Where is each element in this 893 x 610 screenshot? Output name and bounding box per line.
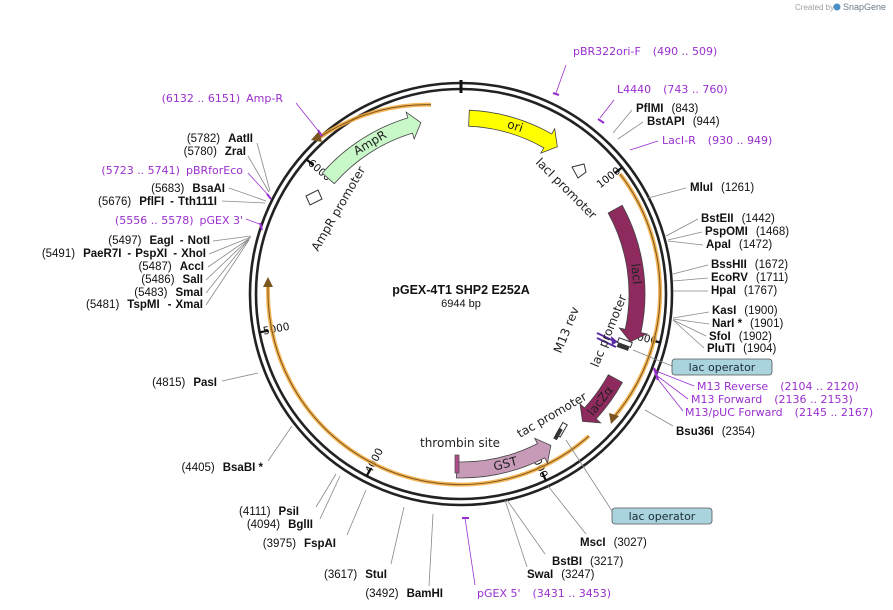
primer-l4440: L4440(743 .. 760) xyxy=(617,83,728,96)
primer-m13-reverse: M13 Reverse(2104 .. 2120) xyxy=(697,380,859,393)
enzyme-sites-right: PflMI(843) BstAPI(944) MluI(1261) BstEII… xyxy=(612,103,789,438)
tick-mark xyxy=(541,471,547,482)
enzyme-kasi: KasI(1900) xyxy=(712,305,778,317)
enzyme-nari: NarI *(1901) xyxy=(712,318,783,330)
enzyme-sali: (5486)SalI xyxy=(141,274,203,286)
enzyme-bsabi: (4405)BsaBI * xyxy=(181,462,263,474)
svg-text:lac operator: lac operator xyxy=(689,361,756,374)
enzyme-bsu36i: Bsu36I(2354) xyxy=(676,426,755,438)
tac-promoter-label: tac promoter xyxy=(515,389,590,440)
plasmid-name: pGEX-4T1 SHP2 E252A xyxy=(392,283,530,297)
laci-promoter-marker xyxy=(571,163,587,179)
primer-annotations: pBR322ori-F(490 .. 509) L4440(743 .. 760… xyxy=(101,45,873,600)
primer-amp-r: (6132 .. 6151)Amp-R xyxy=(162,92,284,105)
primer-pgex-3: (5556 .. 5578)pGEX 3' xyxy=(115,214,243,227)
small-feature-glyphs xyxy=(305,163,633,474)
primer-pgex-5: pGEX 5'(3431 .. 3453) xyxy=(477,587,611,600)
thrombin-site-label: thrombin site xyxy=(420,436,500,450)
enzyme-bstbi: BstBI(3217) xyxy=(552,556,623,568)
enzyme-pluti: PluTI(1904) xyxy=(707,343,777,355)
plasmid-size: 6944 bp xyxy=(441,298,481,310)
enzyme-ecorv: EcoRV(1711) xyxy=(711,272,788,284)
thrombin-site-marker xyxy=(454,454,460,474)
enzyme-sites-left: (5782)AatII (5780)ZraI (5683)BsaAI (5676… xyxy=(42,133,271,311)
enzyme-acci: (5487)AccI xyxy=(138,261,204,273)
enzyme-psii: (4111)PsiI xyxy=(239,506,299,518)
tick-label: 5000 xyxy=(262,321,291,338)
lac-operator-marker-1 xyxy=(616,343,630,351)
feature-arrow-laci xyxy=(607,204,648,343)
direction-arcs xyxy=(263,102,663,487)
enzyme-pflfi-tth111i: (5676)PflFI-Tth111I xyxy=(98,196,217,208)
enzyme-bsteii: BstEII(1442) xyxy=(701,213,775,225)
enzyme-aatii: (5782)AatII xyxy=(187,133,253,145)
feature-arrow-ori xyxy=(468,109,558,154)
feature-arrow-gst xyxy=(455,437,552,479)
tick-mark xyxy=(305,158,314,167)
svg-text:lac operator: lac operator xyxy=(629,510,696,523)
enzyme-msci: MscI(3027) xyxy=(580,537,647,549)
primer-pbrforeco: (5723 .. 5741)pBRforEco xyxy=(101,164,243,177)
enzyme-hpai: HpaI(1767) xyxy=(711,285,777,297)
plasmid-backbone xyxy=(248,80,674,507)
features-layer xyxy=(321,109,648,479)
enzyme-bglii: (4094)BglII xyxy=(247,519,313,531)
ampr-promoter-marker xyxy=(305,189,323,206)
tick-mark xyxy=(259,329,269,334)
snapgene-brand: SnapGene xyxy=(843,2,886,12)
enzyme-eagi-noti: (5497)EagI-NotI xyxy=(108,235,210,247)
primer-laci-r: LacI-R(930 .. 949) xyxy=(662,134,772,147)
enzyme-mlui: MluI(1261) xyxy=(690,182,754,194)
feature-arrow-lacz- xyxy=(579,374,623,424)
feature-label: ori xyxy=(506,117,525,135)
lac-promoter-marker xyxy=(616,337,633,348)
enzyme-sites-bottom: MscI(3027) BstBI(3217) SwaI(3247) (3492)… xyxy=(152,372,647,600)
primer-m13-puc-forward: M13/pUC Forward(2145 .. 2167) xyxy=(685,406,873,419)
lac-operator-box-1: lac operator xyxy=(632,349,773,376)
lac-operator-box-2: lac operator xyxy=(565,439,713,525)
enzyme-swai: SwaI(3247) xyxy=(527,569,595,581)
enzyme-bsaai: (5683)BsaAI xyxy=(151,183,225,195)
enzyme-bamhi: (3492)BamHI xyxy=(365,588,443,600)
feature-label: lacI xyxy=(628,263,644,285)
enzyme-bsshii: BssHII(1672) xyxy=(711,259,788,271)
laci-promoter-label: lacI promoter xyxy=(533,155,600,222)
tick-mark xyxy=(614,166,623,174)
enzyme-smai: (5483)SmaI xyxy=(134,287,203,299)
m13-rev-label: M13 rev xyxy=(551,305,582,355)
credit-text: Created by xyxy=(795,3,834,12)
enzyme-bstapi: BstAPI(944) xyxy=(647,116,720,128)
enzyme-paer7i-pspxi-xhoi: (5491)PaeR7I-PspXI-XhoI xyxy=(42,248,206,260)
enzyme-pspomi: PspOMI(1468) xyxy=(705,226,789,238)
enzyme-stui: (3617)StuI xyxy=(324,569,387,581)
enzyme-pasi: (4815)PasI xyxy=(152,377,217,389)
enzyme-pflmi: PflMI(843) xyxy=(636,103,699,115)
feature-label: GST xyxy=(492,454,520,474)
lac-operator-marker-2 xyxy=(553,427,563,441)
tick-mark xyxy=(365,467,372,477)
feature-arrow-ampr xyxy=(321,111,422,185)
enzyme-apai: ApaI(1472) xyxy=(706,239,772,251)
enzyme-fspai: (3975)FspAI xyxy=(263,538,336,550)
primer-m13-forward: M13 Forward(2136 .. 2153) xyxy=(691,393,853,406)
enzyme-zrai: (5780)ZraI xyxy=(184,146,246,158)
feature-label: AmpR xyxy=(351,128,389,158)
snapgene-logo-icon xyxy=(833,3,841,11)
enzyme-tspmi-xmai: (5481)TspMI-XmaI xyxy=(86,299,203,311)
enzyme-sfoi: SfoI(1902) xyxy=(709,331,772,343)
primer-pbr322ori-f: pBR322ori-F(490 .. 509) xyxy=(573,45,717,58)
